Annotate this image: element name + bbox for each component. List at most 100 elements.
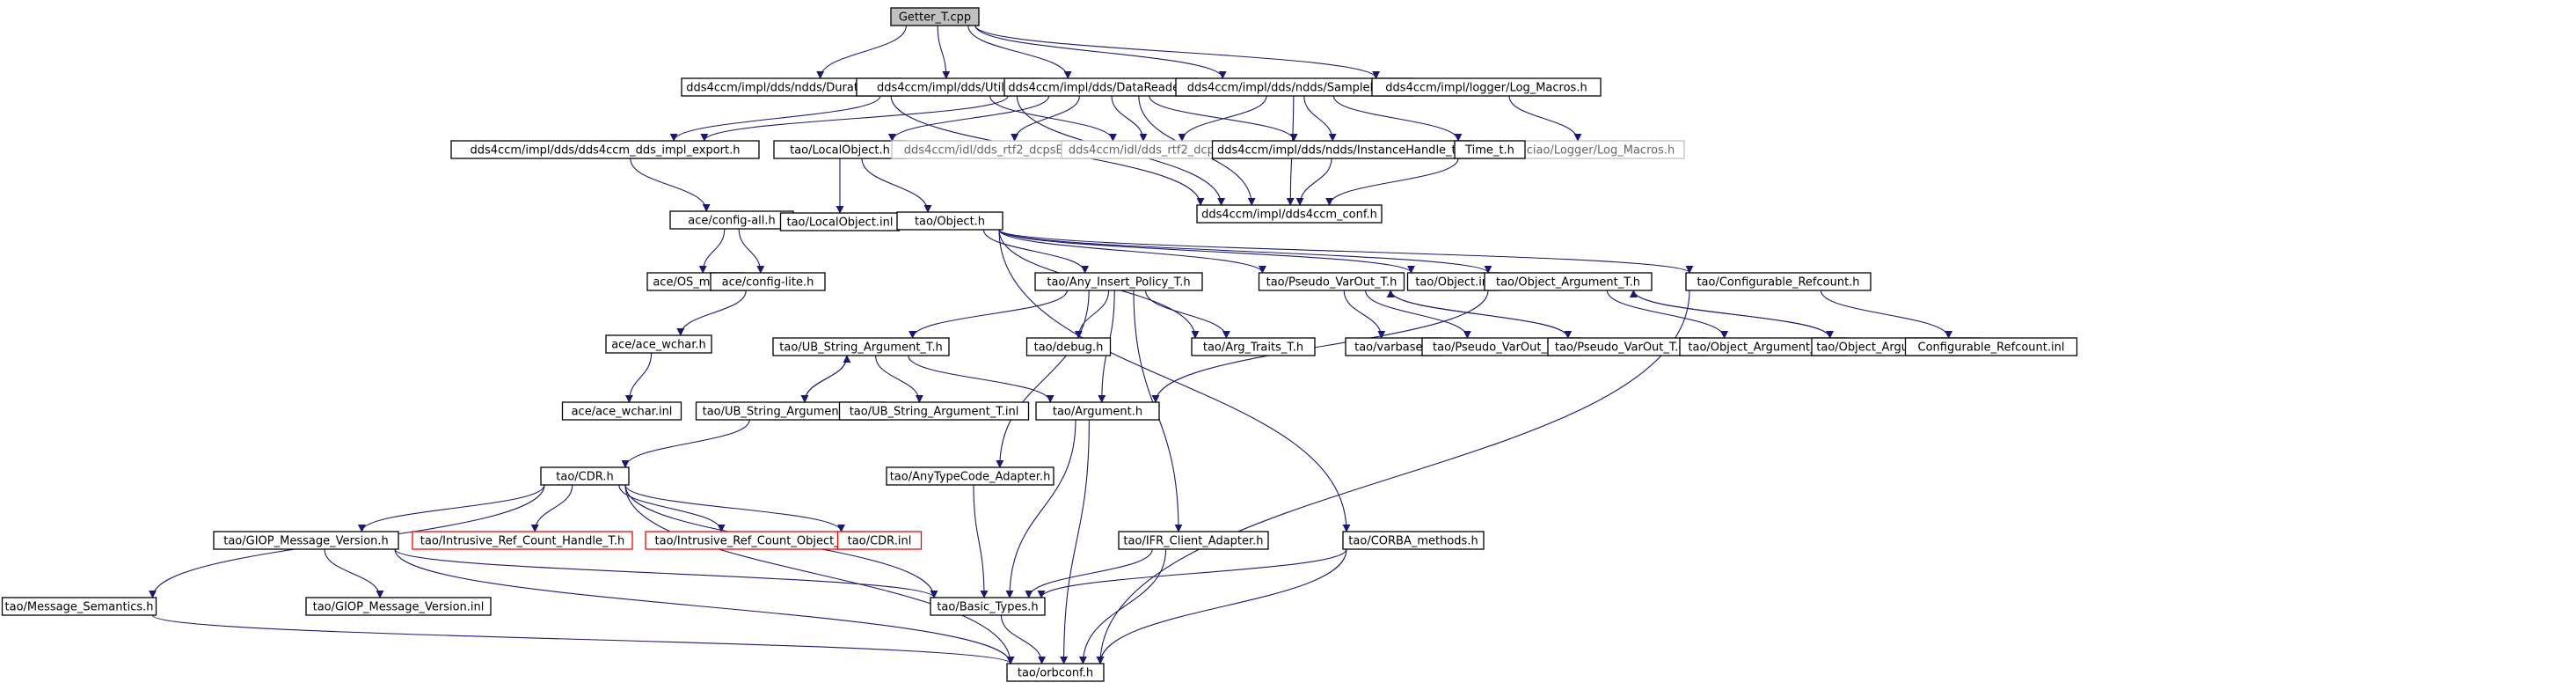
edge-argument-to-basic [1005, 419, 1076, 598]
edge-sampleinfo-to-dcpsc [1178, 95, 1267, 142]
node-conf[interactable]: dds4ccm/impl/dds4ccm_conf.h [1196, 204, 1383, 224]
node-label: tao/CORBA_methods.h [1348, 535, 1478, 548]
node-ubstrinl[interactable]: tao/UB_String_Argument_T.inl [838, 401, 1030, 421]
node-acewchar[interactable]: ace/ace_wchar.h [605, 334, 712, 354]
edge-objargcpp-to-objarg [1629, 290, 1831, 339]
node-cdr[interactable]: tao/CDR.h [540, 466, 630, 486]
node-label: tao/Pseudo_VarOut_T.inl [1433, 341, 1570, 355]
node-ciaolog[interactable]: ciao/Logger/Log_Macros.h [1516, 140, 1685, 159]
node-label: tao/Arg_Traits_T.h [1203, 341, 1303, 355]
node-label: tao/debug.h [1034, 341, 1104, 355]
edge-cfgref-to-cfgrefinl [1820, 290, 1953, 339]
edge-giop-to-giopinl [324, 548, 384, 598]
edge-object-to-objinl [998, 229, 1415, 274]
edge-ifr-to-basic [1025, 548, 1153, 598]
node-giopinl[interactable]: tao/GIOP_Message_Version.inl [305, 597, 492, 616]
node-utils[interactable]: dds4ccm/impl/dds/Utils.h [856, 77, 1042, 97]
node-timet[interactable]: Time_t.h [1454, 140, 1526, 159]
node-label: tao/GIOP_Message_Version.h [223, 535, 389, 548]
node-cdrinl[interactable]: tao/CDR.inl [836, 531, 923, 550]
node-orbconf[interactable]: tao/orbconf.h [1006, 663, 1105, 682]
node-box [1196, 204, 1383, 224]
node-cfgrefinl[interactable]: Configurable_Refcount.inl [1904, 337, 2078, 356]
edge-getter-to-datareader [967, 25, 1072, 79]
node-label: dds4ccm/impl/dds/ndds/Duration_t.h [686, 82, 896, 95]
node-ubstr[interactable]: tao/UB_String_Argument_T.h [772, 337, 950, 356]
node-box [1484, 272, 1653, 291]
node-configlite[interactable]: ace/config-lite.h [710, 272, 826, 291]
node-acewcharinl[interactable]: ace/ace_wchar.inl [561, 401, 682, 421]
node-label: tao/UB_String_Argument_T.h [779, 341, 942, 355]
node-localobj[interactable]: tao/LocalObject.h [773, 140, 907, 159]
node-box [605, 334, 712, 354]
node-ifr[interactable]: tao/IFR_Client_Adapter.h [1118, 531, 1269, 550]
node-box [1006, 663, 1105, 682]
node-label: Time_t.h [1464, 144, 1514, 158]
node-insthandle[interactable]: dds4ccm/impl/dds/ndds/InstanceHandle_t.h [1211, 140, 1473, 159]
node-label: tao/CDR.inl [848, 535, 912, 548]
edge-sampleinfo-to-timet [1332, 95, 1463, 142]
node-basic[interactable]: tao/Basic_Types.h [930, 597, 1046, 616]
node-label: tao/LocalObject.h [790, 144, 890, 158]
node-label: tao/Intrusive_Ref_Count_Object_T.h [655, 535, 857, 548]
node-ubstrcpp[interactable]: tao/UB_String_Argument_T.cpp [695, 401, 887, 421]
node-box [886, 466, 1054, 486]
node-objarginl[interactable]: tao/Object_Argument_T.inl [1679, 337, 1848, 356]
node-introbj[interactable]: tao/Intrusive_Ref_Count_Object_T.h [645, 531, 866, 550]
node-argtraits[interactable]: tao/Arg_Traits_T.h [1191, 337, 1316, 356]
node-label: tao/Argument.h [1053, 406, 1142, 419]
node-box [1258, 272, 1405, 291]
node-datareader[interactable]: dds4ccm/impl/dds/DataReader.h [1003, 77, 1199, 97]
node-label: ace/config-lite.h [722, 276, 814, 290]
node-getter[interactable]: Getter_T.cpp [890, 7, 980, 26]
node-label: tao/Message_Semantics.h [5, 601, 154, 614]
node-label: dds4ccm/impl/dds4ccm_conf.h [1201, 209, 1377, 222]
node-localinl[interactable]: tao/LocalObject.inl [779, 212, 901, 231]
node-logmacros[interactable]: dds4ccm/impl/logger/Log_Macros.h [1371, 77, 1602, 97]
node-box [412, 531, 633, 550]
node-box [1191, 337, 1316, 356]
node-giop[interactable]: tao/GIOP_Message_Version.h [213, 531, 399, 550]
node-cfgref[interactable]: tao/Configurable_Refcount.h [1685, 272, 1872, 291]
edge-corba-to-basic [1037, 548, 1347, 598]
edge-ubstrcpp-to-ubstr [804, 355, 851, 403]
node-pseudocpp[interactable]: tao/Pseudo_VarOut_T.cpp [1547, 337, 1707, 356]
node-label: tao/orbconf.h [1018, 667, 1093, 680]
node-configall[interactable]: ace/config-all.h [669, 210, 794, 230]
node-corba[interactable]: tao/CORBA_methods.h [1342, 531, 1485, 550]
node-dcpsec[interactable]: dds4ccm/idl/dds_rtf2_dcpsEC.h [891, 140, 1095, 159]
edge-insthandle-to-conf [1295, 158, 1332, 206]
node-duration[interactable]: dds4ccm/impl/dds/ndds/Duration_t.h [681, 77, 902, 97]
node-anyins[interactable]: tao/Any_Insert_Policy_T.h [1034, 272, 1203, 291]
node-msgsem[interactable]: tao/Message_Semantics.h [1, 597, 157, 616]
edge-anyins-to-debug [1074, 290, 1110, 339]
node-box [772, 337, 950, 356]
edge-getter-to-duration [816, 25, 907, 79]
node-box [305, 597, 492, 616]
node-label: tao/Object_Argument_T.inl [1688, 341, 1838, 355]
node-label: dds4ccm/idl/dds_rtf2_dcpsEC.h [904, 144, 1082, 158]
edge-cdr-to-giop [357, 484, 545, 532]
edge-giop-to-orbconf [394, 548, 1015, 664]
node-objinl[interactable]: tao/Object.inl [1406, 272, 1501, 291]
edge-pseudo-to-varbase [1343, 290, 1386, 339]
node-pseudoinl[interactable]: tao/Pseudo_VarOut_T.inl [1421, 337, 1581, 356]
node-label: tao/CDR.h [556, 471, 613, 484]
node-intrhandle[interactable]: tao/Intrusive_Ref_Count_Handle_T.h [412, 531, 633, 550]
node-object[interactable]: tao/Object.h [896, 211, 1003, 231]
edge-datareader-to-insthandle [1149, 95, 1298, 142]
node-varbase[interactable]: tao/varbase.h [1345, 337, 1443, 356]
node-dcpsc[interactable]: dds4ccm/idl/dds_rtf2_dcpsC.h [1061, 140, 1247, 159]
node-argument[interactable]: tao/Argument.h [1035, 401, 1160, 421]
node-label: tao/UB_String_Argument_T.inl [850, 406, 1019, 419]
node-debug[interactable]: tao/debug.h [1025, 337, 1112, 356]
node-pseudo[interactable]: tao/Pseudo_VarOut_T.h [1258, 272, 1405, 291]
node-label: tao/LocalObject.inl [786, 217, 893, 230]
edge-object-to-anyins [982, 229, 1090, 274]
node-export[interactable]: dds4ccm/impl/dds/dds4ccm_dds_impl_export… [450, 140, 760, 159]
node-label: ace/ace_wchar.inl [572, 406, 673, 419]
node-objarg[interactable]: tao/Object_Argument_T.h [1484, 272, 1653, 291]
node-anytc[interactable]: tao/AnyTypeCode_Adapter.h [886, 466, 1054, 486]
node-sampleinfo[interactable]: dds4ccm/impl/dds/ndds/SampleInfo.h [1175, 77, 1414, 97]
edge-cdr-to-cdrinl [624, 484, 845, 532]
